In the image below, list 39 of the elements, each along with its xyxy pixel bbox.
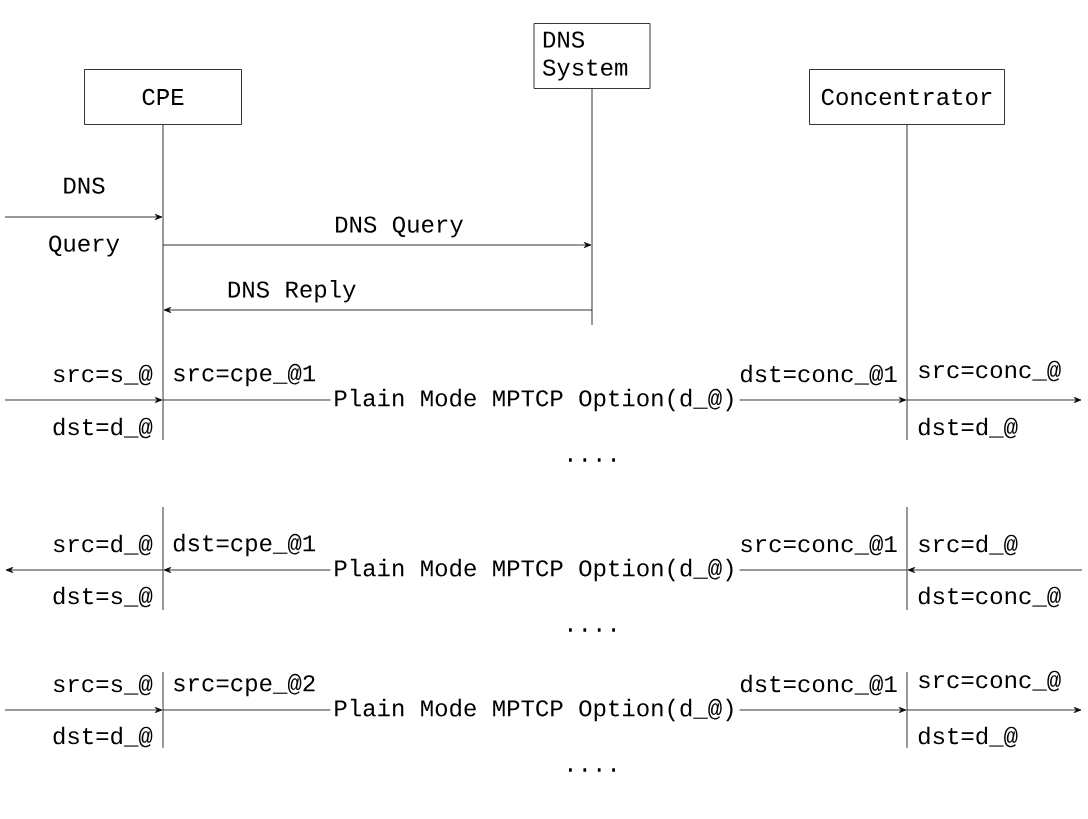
message-label: Plain Mode MPTCP Option(d_@) bbox=[330, 695, 740, 725]
address-label: src=conc_@1 bbox=[741, 534, 897, 556]
address-label: dst=d_@ bbox=[918, 417, 1018, 439]
address-label: src=cpe_@2 bbox=[174, 673, 315, 697]
address-label: src=d_@ bbox=[919, 534, 1018, 556]
address-label: dst=d_@ bbox=[53, 417, 153, 439]
address-label: dst=d_@ bbox=[918, 726, 1018, 748]
participant-box: CPE bbox=[84, 69, 242, 125]
ellipsis-text: .... bbox=[569, 458, 615, 462]
address-label: dst=cpe_@1 bbox=[173, 533, 316, 557]
address-label: dst=conc_@ bbox=[918, 586, 1061, 608]
message-arrow bbox=[4, 707, 163, 713]
participant-box: DNS System bbox=[533, 23, 651, 89]
message-arrow bbox=[5, 567, 164, 573]
participant-box: Concentrator bbox=[809, 69, 1005, 125]
message-arrow bbox=[162, 242, 592, 248]
message-arrow bbox=[4, 397, 163, 403]
message-label: Plain Mode MPTCP Option(d_@) bbox=[330, 385, 740, 415]
ellipsis-text: .... bbox=[569, 768, 615, 772]
address-label: src=conc_@ bbox=[919, 360, 1061, 382]
message-arrow bbox=[4, 214, 163, 220]
message-arrow bbox=[163, 307, 593, 313]
message-arrow bbox=[906, 397, 1082, 403]
address-label: dst=conc_@1 bbox=[741, 364, 897, 386]
address-label: dst=conc_@1 bbox=[741, 674, 897, 696]
message-arrow bbox=[906, 707, 1082, 713]
address-label: dst=s_@ bbox=[53, 586, 153, 608]
message-label: DNS Query bbox=[49, 177, 120, 257]
address-label: src=d_@ bbox=[53, 534, 153, 556]
address-label: src=cpe_@1 bbox=[174, 363, 316, 387]
message-label: Plain Mode MPTCP Option(d_@) bbox=[330, 555, 740, 585]
address-label: dst=d_@ bbox=[53, 726, 153, 748]
address-label: src=s_@ bbox=[53, 364, 153, 386]
message-label: DNS Query bbox=[336, 216, 463, 238]
address-label: src=conc_@ bbox=[919, 670, 1061, 692]
ellipsis-text: .... bbox=[569, 628, 615, 632]
address-label: src=s_@ bbox=[53, 674, 153, 696]
message-arrow bbox=[907, 567, 1083, 573]
message-label: DNS Reply bbox=[228, 280, 356, 303]
